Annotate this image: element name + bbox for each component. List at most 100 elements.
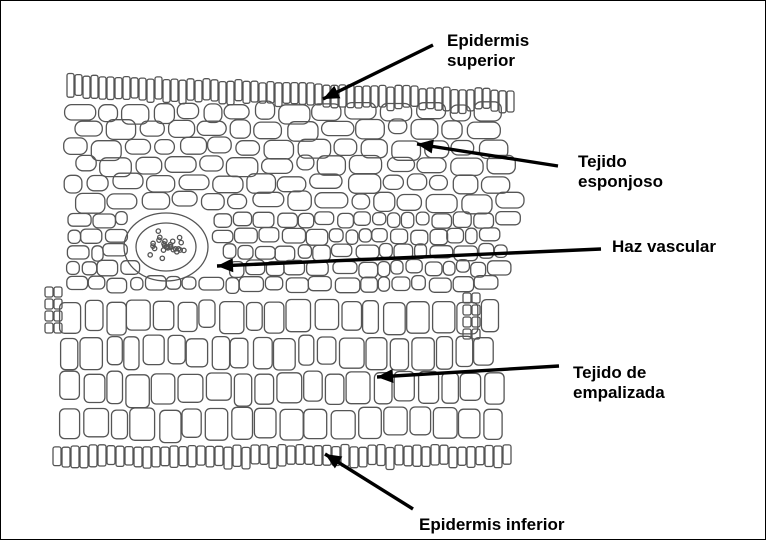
lower-epidermis-cell [440, 445, 448, 464]
lower-epidermis-cell [314, 446, 322, 466]
palisade-cell [124, 337, 139, 370]
upper-epidermis-cell [307, 83, 314, 105]
palisade-cell [205, 409, 227, 441]
spongy-cell [315, 193, 348, 208]
lower-epidermis-cell [134, 447, 142, 467]
palisade-cell [61, 339, 78, 370]
vascular-zone-cell [223, 244, 236, 258]
lower-epidermis-cell [170, 446, 178, 467]
palisade-cell [384, 303, 406, 335]
palisade-cell [107, 371, 123, 403]
vascular-zone-cell [335, 278, 359, 293]
vascular-zone-cell [298, 245, 311, 258]
palisade-cell [220, 302, 244, 334]
upper-epidermis-cell [371, 86, 378, 107]
vascular-zone-cell [411, 230, 428, 245]
palisade-cell [178, 302, 197, 331]
palisade-cell [84, 409, 109, 437]
vascular-zone-cell [253, 212, 274, 227]
spongy-cell [147, 176, 175, 192]
lower-epidermis-cell [260, 445, 268, 464]
spongy-cell [87, 176, 108, 191]
upper-epidermis-cell [179, 80, 186, 104]
upper-epidermis-cell [475, 88, 482, 109]
vascular-zone-cell [496, 212, 521, 225]
vascular-zone-cell [354, 212, 370, 225]
label-epidermis-inferior: Epidermis inferior [419, 515, 564, 535]
edge-cell [54, 287, 62, 297]
lower-epidermis-cell [503, 445, 511, 464]
palisade-cell [230, 338, 248, 368]
vascular-zone-cell [121, 261, 140, 275]
vascular-zone-cell [275, 246, 295, 261]
spongy-cell [177, 103, 198, 118]
edge-cell [45, 287, 53, 297]
spongy-cell [172, 191, 197, 206]
spongy-cell [64, 138, 87, 155]
upper-epidermis-cell [267, 82, 274, 103]
palisade-cell [254, 338, 273, 369]
edge-cell [463, 305, 471, 315]
upper-epidermis-cell [195, 81, 202, 102]
upper-epidermis-cell [139, 78, 146, 100]
lower-epidermis-cell [458, 447, 466, 465]
vascular-zone-cell [466, 228, 477, 243]
spongy-cell [253, 192, 284, 206]
spongy-cell [228, 194, 247, 208]
palisade-cell [412, 338, 434, 370]
lower-epidermis-cell [494, 446, 502, 468]
spongy-cell [169, 120, 195, 137]
edge-cell [45, 323, 53, 333]
edge-cell [45, 311, 53, 321]
vascular-zone-cell [306, 229, 327, 245]
spongy-cell [204, 104, 222, 123]
palisade-cell [277, 373, 302, 403]
upper-epidermis-cell [235, 80, 242, 101]
vascular-zone-cell [67, 276, 88, 289]
spongy-cell [482, 177, 510, 193]
vascular-zone-cell [226, 278, 239, 294]
spongy-cell [200, 156, 223, 171]
upper-epidermis-cell [451, 90, 458, 114]
palisade-cell [143, 335, 164, 365]
vascular-zone-cell [256, 247, 276, 260]
spongy-cell [388, 157, 415, 171]
lower-epidermis-cell [305, 446, 313, 464]
spongy-cell [142, 193, 169, 210]
upper-epidermis-cell [219, 82, 226, 104]
vascular-zone-cell [329, 229, 343, 242]
lower-epidermis-cell [98, 445, 106, 466]
upper-epidermis-cell [99, 77, 106, 99]
lower-epidermis-cell [152, 447, 160, 467]
upper-epidermis-cell [419, 89, 426, 110]
lower-epidermis-cell [161, 447, 169, 466]
palisade-cell [484, 409, 502, 439]
lower-epidermis-cell [431, 445, 439, 465]
spongy-cell [65, 105, 96, 120]
spongy-cell [334, 139, 357, 155]
lower-epidermis-cell [413, 445, 421, 466]
spongy-cell [496, 192, 524, 208]
vascular-zone-cell [107, 278, 127, 293]
vascular-zone-cell [68, 214, 91, 227]
upper-epidermis-cell [315, 84, 322, 105]
palisade-cell [254, 408, 276, 438]
spongy-cell [213, 176, 243, 193]
palisade-cell [84, 374, 105, 402]
palisade-cell [299, 335, 314, 365]
lower-epidermis-cell [125, 447, 133, 465]
arrow-tejido-empalizada [377, 366, 559, 383]
upper-epidermis-cell [91, 75, 98, 98]
vascular-zone-cell [401, 212, 413, 227]
upper-epidermis-cell [123, 77, 130, 100]
lower-epidermis-cell [188, 446, 196, 467]
vascular-zone-cell [282, 228, 305, 243]
vascular-zone-cell [338, 213, 354, 228]
palisade-cell [315, 300, 338, 330]
palisade-cell [199, 300, 215, 327]
vascular-zone-cell [333, 262, 357, 274]
spongy-cell [230, 120, 250, 138]
spongy-cell [136, 157, 162, 174]
